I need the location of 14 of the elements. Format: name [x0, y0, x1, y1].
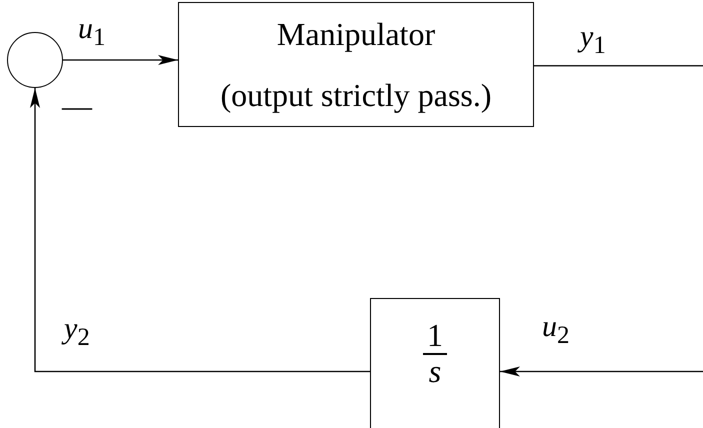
sign-label: — — [62, 92, 92, 122]
integrator-block — [370, 298, 500, 428]
arrow — [500, 366, 703, 376]
denominator: s — [428, 354, 442, 388]
signal-label: u$_{2}$ — [542, 312, 570, 348]
signal-label: y$_{1}$ — [580, 22, 606, 58]
arrow — [30, 88, 370, 372]
signal-label: u$_{1}$ — [78, 14, 106, 50]
process-block — [178, 2, 534, 127]
numerator: 1 — [423, 319, 447, 355]
signal-label: y$_{2}$ — [64, 314, 90, 350]
block-subtitle: (output strictly pass.) — [220, 76, 492, 116]
block-title: Manipulator — [276, 14, 436, 54]
arrow — [63, 55, 178, 65]
